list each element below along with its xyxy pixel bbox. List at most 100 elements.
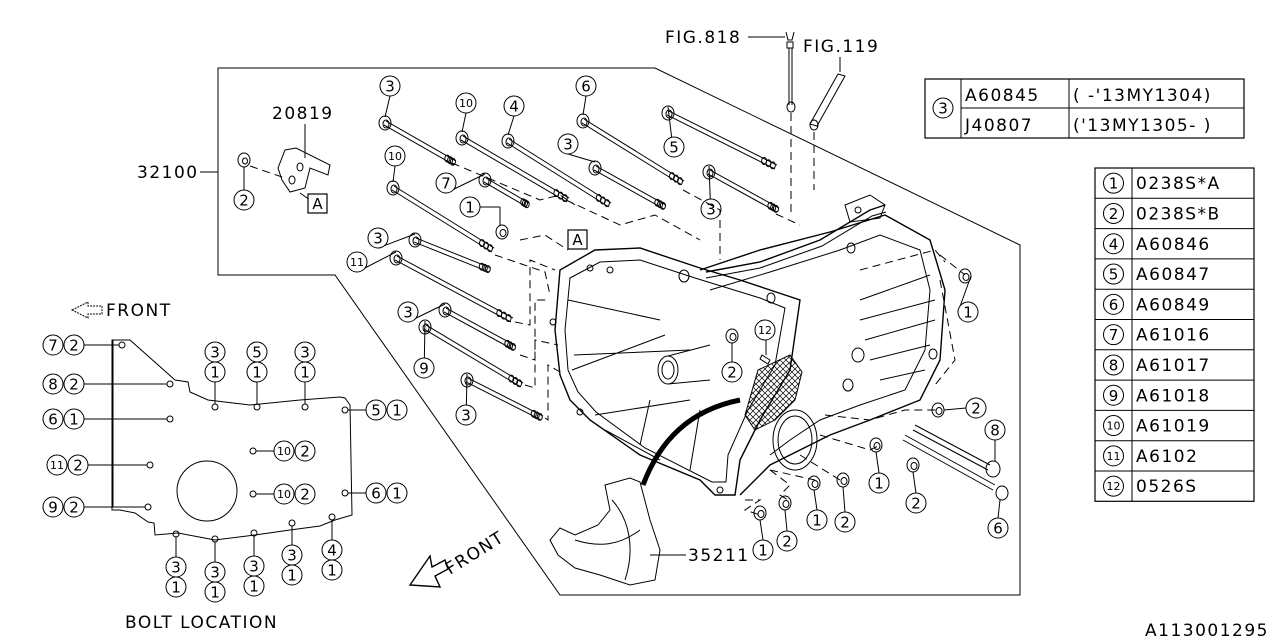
parts-table-key[interactable]: 1: [1103, 172, 1124, 194]
callout-nut-center[interactable]: 2: [721, 361, 743, 383]
callout-nut-low-5[interactable]: 1: [752, 539, 774, 561]
callout-bolt[interactable]: 7: [42, 334, 64, 356]
callout-bolt[interactable]: 6: [42, 408, 64, 430]
callout-bolt-top-6[interactable]: 5: [663, 136, 685, 158]
callout-bolt-top-7[interactable]: 3: [557, 133, 579, 155]
callout-count[interactable]: 1: [63, 408, 85, 430]
callout-count[interactable]: 1: [246, 361, 268, 383]
callout-bolt[interactable]: 3: [294, 341, 316, 363]
bolt-location-bottom-0[interactable]: 31: [165, 556, 187, 598]
callout-bolt[interactable]: 3: [281, 544, 303, 566]
callout-bolt-top-2[interactable]: 10: [455, 92, 477, 114]
callout-nut-mid[interactable]: 1: [459, 196, 481, 218]
callout-bolt[interactable]: 3: [204, 561, 226, 583]
callout-bracket-nut[interactable]: 2: [233, 189, 255, 211]
callout-bolt[interactable]: 5: [246, 341, 268, 363]
callout-nut-right-top[interactable]: 1: [957, 301, 979, 323]
parts-table-key[interactable]: 7: [1103, 324, 1124, 346]
callout-pin[interactable]: 12: [754, 319, 776, 341]
parts-table-key[interactable]: 2: [1103, 202, 1124, 224]
callout-count[interactable]: 1: [243, 575, 265, 597]
callout-count[interactable]: 2: [63, 496, 85, 518]
callout-bolt[interactable]: 3: [243, 555, 265, 577]
callout-nut-low-2[interactable]: 2: [905, 492, 927, 514]
callout-bolt-left-3[interactable]: 3: [397, 301, 419, 323]
callout-nut-low-4[interactable]: 2: [834, 511, 856, 533]
callout-bolt-left-2[interactable]: 11: [346, 251, 368, 273]
parts-table-key[interactable]: 12: [1103, 475, 1124, 497]
callout-bolt-right-6[interactable]: 6: [987, 517, 1009, 539]
callout-count[interactable]: 1: [204, 361, 226, 383]
bolt-location-bottom-3[interactable]: 31: [281, 544, 303, 586]
callout-bolt[interactable]: 4: [321, 539, 343, 561]
callout-count[interactable]: 2: [294, 483, 316, 505]
callout-bolt-mid-2[interactable]: 7: [435, 172, 457, 194]
callout-nut-low-1[interactable]: 1: [868, 472, 890, 494]
callout-count[interactable]: 1: [386, 482, 408, 504]
callout-bolt-top-4[interactable]: 6: [575, 75, 597, 97]
bolt-location-top-0[interactable]: 31: [204, 341, 226, 383]
callout-bolt-right-8[interactable]: 8: [984, 419, 1006, 441]
callout-bolt[interactable]: 10: [273, 440, 295, 462]
view-marker-a-housing[interactable]: A: [567, 229, 588, 250]
callout-count[interactable]: 1: [321, 559, 343, 581]
callout-count[interactable]: 2: [63, 334, 85, 356]
parts-table-key[interactable]: 11: [1103, 445, 1124, 467]
parts-table-key[interactable]: 9: [1103, 384, 1124, 406]
callout-nut-low-3[interactable]: 1: [806, 509, 828, 531]
callout-bolt[interactable]: 6: [365, 482, 387, 504]
callout-bolt-left-4[interactable]: 9: [413, 357, 435, 379]
bolt-location-top-1[interactable]: 51: [246, 341, 268, 383]
variant-part-1[interactable]: A60845: [965, 86, 1040, 106]
callout-bolt-left-5[interactable]: 3: [455, 404, 477, 426]
parts-table-key[interactable]: 5: [1103, 263, 1124, 285]
callout-nut-right-1[interactable]: 2: [965, 397, 987, 419]
callout-bolt[interactable]: 5: [365, 399, 387, 421]
bolt-location-bottom-1[interactable]: 31: [204, 561, 226, 603]
callout-bolt-top-5[interactable]: 3: [700, 198, 722, 220]
part-20819-label[interactable]: 20819: [272, 104, 334, 124]
callout-bolt-top-3[interactable]: 4: [503, 95, 525, 117]
callout-count[interactable]: 1: [294, 361, 316, 383]
parts-table-key[interactable]: 6: [1103, 293, 1124, 315]
view-marker-a-bracket[interactable]: A: [307, 193, 328, 214]
callout-count[interactable]: 1: [165, 576, 187, 598]
callout-count[interactable]: 1: [386, 399, 408, 421]
bolt-location-top-2[interactable]: 31: [294, 341, 316, 383]
callout-count[interactable]: 1: [281, 564, 303, 586]
callout-bolt-left-1[interactable]: 3: [367, 227, 389, 249]
callout-bolt[interactable]: 3: [204, 341, 226, 363]
callout-count[interactable]: 2: [67, 454, 89, 476]
callout-count[interactable]: 1: [204, 581, 226, 603]
bolt-location-bottom-4[interactable]: 41: [321, 539, 343, 581]
parts-table-key[interactable]: 10: [1103, 415, 1124, 437]
bolt-location-bottom-2[interactable]: 31: [243, 555, 265, 597]
parts-table-key[interactable]: 8: [1103, 354, 1124, 376]
callout-bolt-mid-1[interactable]: 10: [384, 145, 406, 167]
callout-count[interactable]: 2: [63, 373, 85, 395]
fig-119-reference[interactable]: FIG.119: [803, 37, 879, 57]
callout-count[interactable]: 2: [294, 440, 316, 462]
callout-bolt[interactable]: 11: [46, 454, 68, 476]
callout-bolt[interactable]: 10: [273, 483, 295, 505]
callout-nut-low-6[interactable]: 2: [776, 530, 798, 552]
callout-bolt-top-1[interactable]: 3: [379, 75, 401, 97]
variant-part-2[interactable]: J40807: [964, 116, 1033, 136]
